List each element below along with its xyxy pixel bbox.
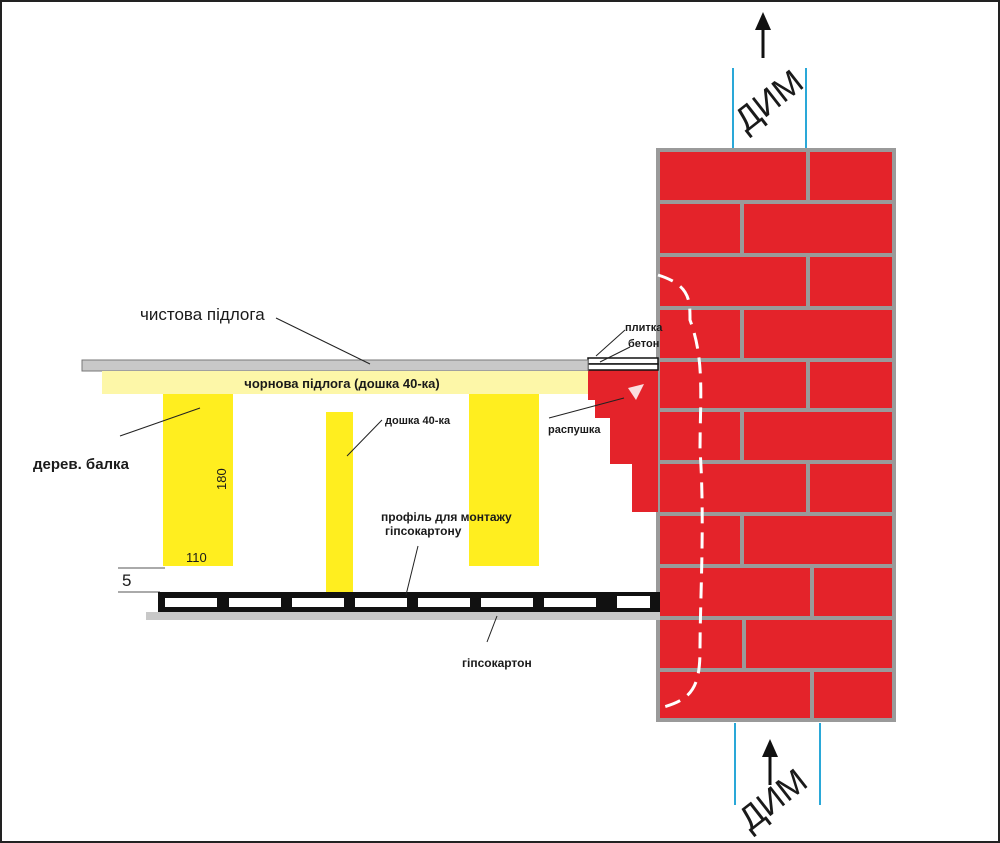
drywall-label: гіпсокартон xyxy=(462,656,532,670)
flue-lines xyxy=(732,68,821,805)
flare-label: распушка xyxy=(548,424,601,436)
drywall-board xyxy=(146,612,660,620)
finish-floor-board xyxy=(81,359,589,372)
flare-block xyxy=(588,370,658,512)
board-label: дошка 40-ка xyxy=(385,415,451,427)
profile-label-line1: профіль для монтажу xyxy=(381,510,512,524)
profile-label-line2: гіпсокартону xyxy=(385,524,462,538)
subfloor-label: чорнова підлога (дошка 40-ка) xyxy=(244,376,439,391)
smoke-arrow-bottom-icon xyxy=(762,739,778,785)
dimension-width-label: 110 xyxy=(186,550,207,565)
dimension-gap-lines xyxy=(118,567,165,593)
tile-label: плитка xyxy=(625,322,663,334)
wooden-beam-left xyxy=(163,394,233,566)
beam-label: дерев. балка xyxy=(33,456,130,473)
tile-concrete-layers xyxy=(587,357,659,371)
dimension-gap-label: 5 xyxy=(122,571,131,590)
subfloor-board xyxy=(102,371,588,394)
dimension-height-label: 180 xyxy=(214,468,229,490)
leader-lines xyxy=(119,317,631,643)
wooden-beam-right xyxy=(469,394,539,566)
drywall-profile-strip xyxy=(158,592,660,612)
concrete-label: бетон xyxy=(628,338,659,350)
smoke-arrow-top-icon xyxy=(755,12,771,58)
board-40 xyxy=(326,412,353,592)
brick-chimney-wall xyxy=(656,148,896,722)
finish-floor-label: чистова підлога xyxy=(140,305,265,324)
